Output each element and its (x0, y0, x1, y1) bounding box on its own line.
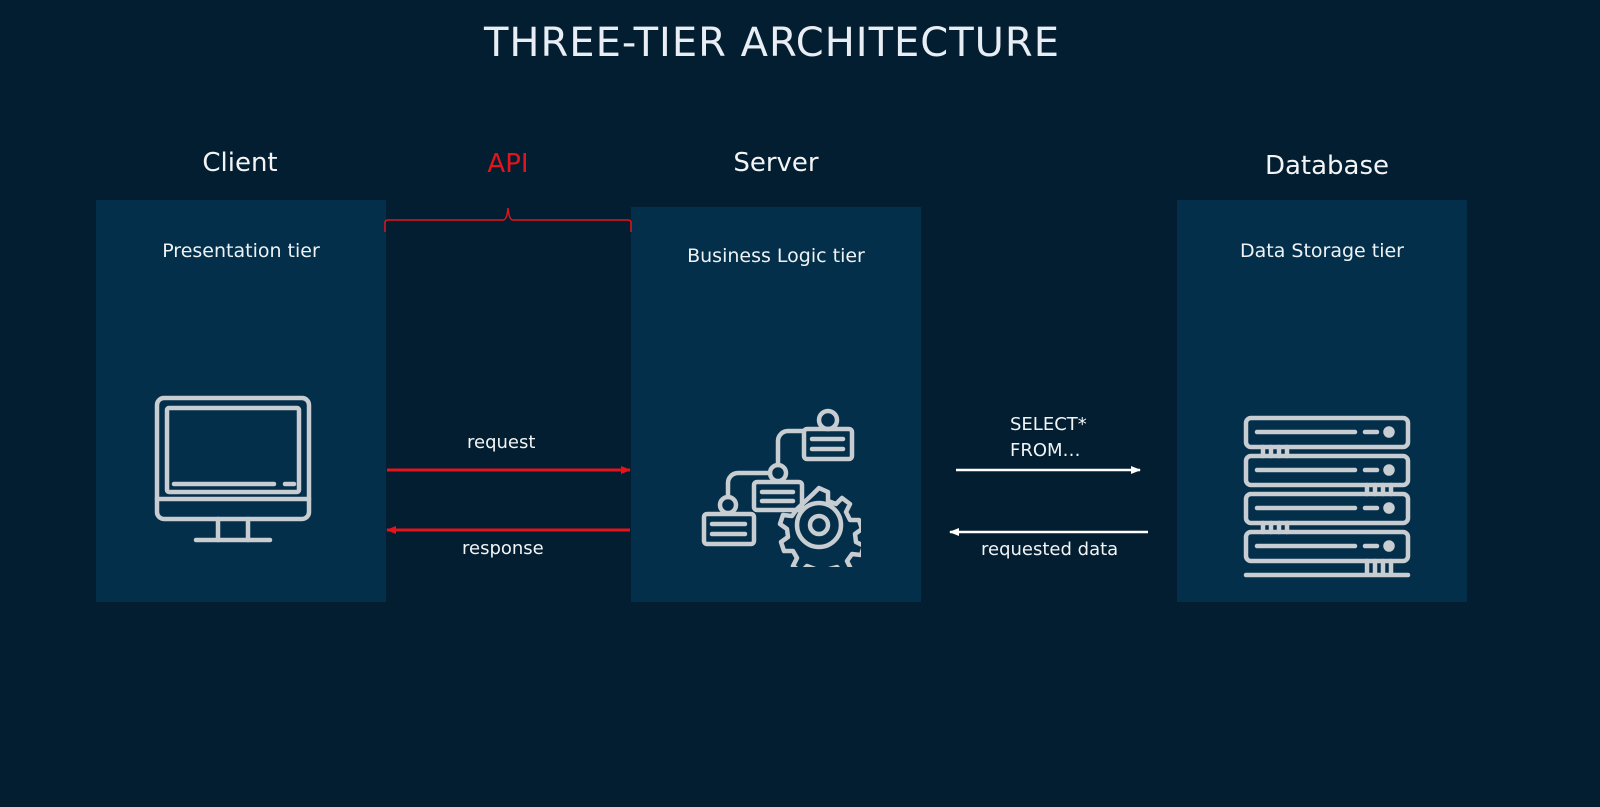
monitor-icon (154, 395, 314, 549)
diagram-title: THREE-TIER ARCHITECTURE (483, 20, 1060, 66)
presentation-tier-title: Presentation tier (162, 240, 320, 262)
requested-data-label: requested data (981, 539, 1119, 560)
database-panel: Data Storage tier (1177, 200, 1467, 602)
database-label: Database (1264, 151, 1390, 181)
response-label: response (462, 538, 544, 559)
request-label: request (467, 432, 536, 453)
data-storage-tier-title: Data Storage tier (1239, 240, 1404, 262)
api-brace (384, 207, 632, 232)
server-rack-icon (1243, 415, 1413, 584)
client-label: Client (202, 148, 278, 178)
workflow-gear-icon (701, 407, 867, 581)
client-panel: Presentation tier (96, 200, 386, 602)
server-panel: Business Logic tier (631, 207, 921, 602)
server-label: Server (733, 148, 819, 178)
query-label: SELECT* FROM… (1010, 414, 1087, 461)
business-logic-tier-title: Business Logic tier (687, 245, 865, 267)
api-label: API (487, 149, 529, 179)
